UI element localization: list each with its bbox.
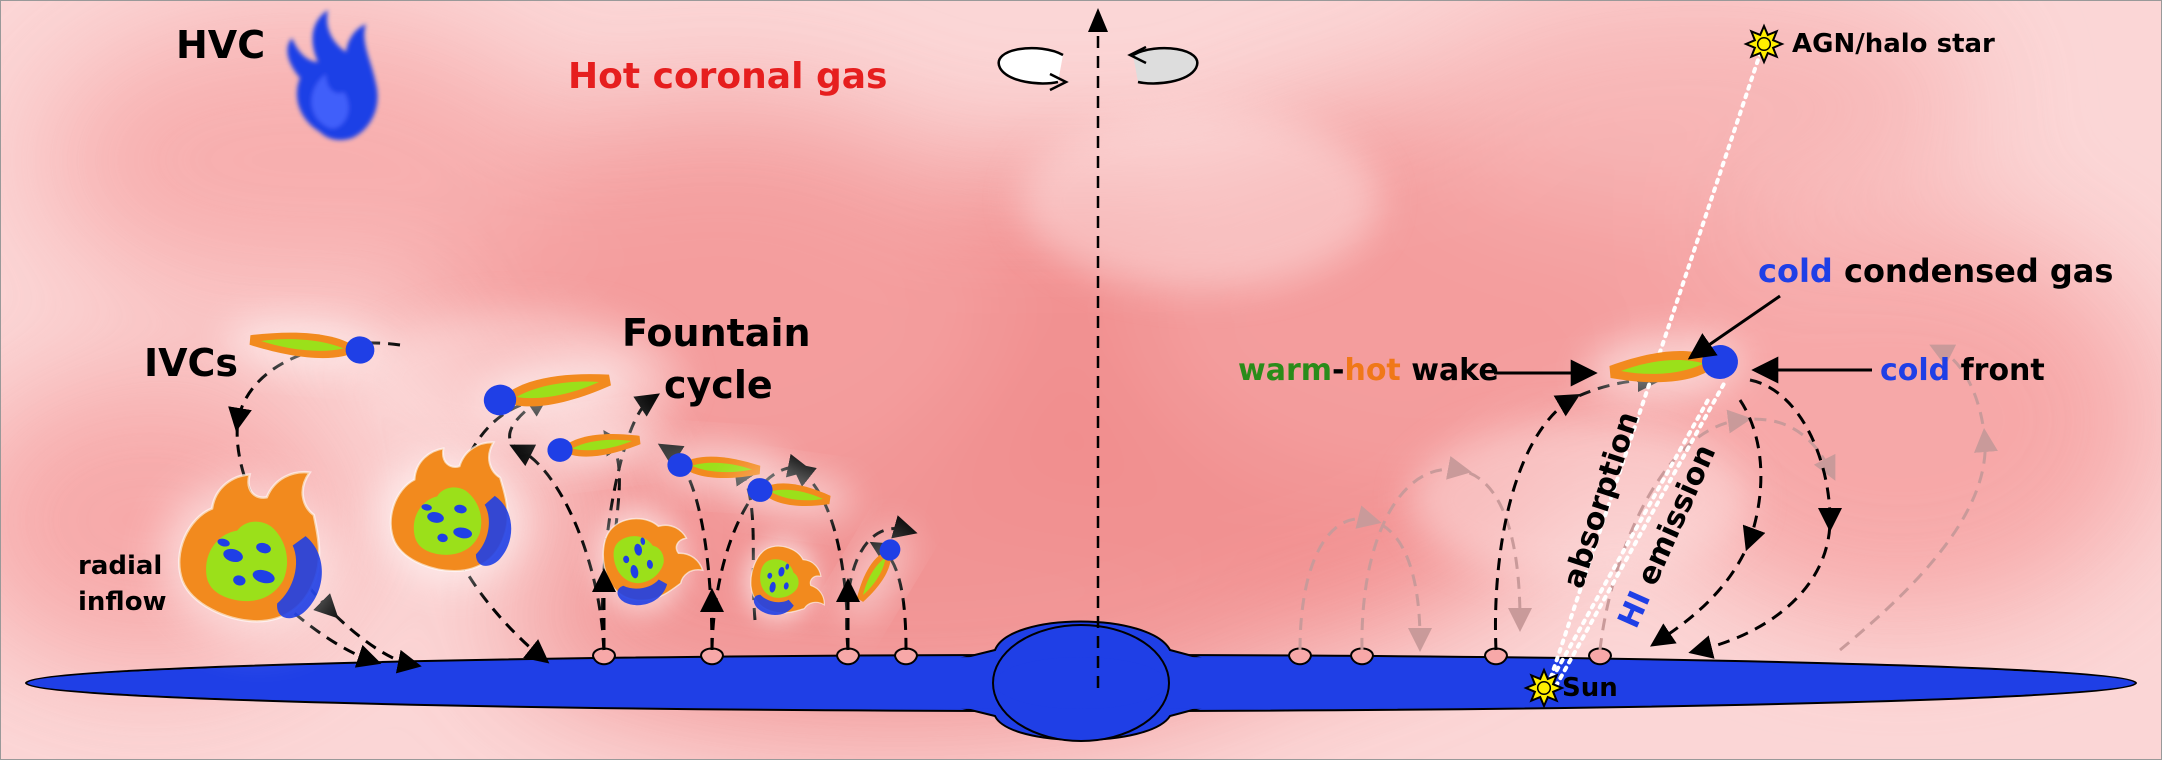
hvc-cloud	[287, 10, 378, 140]
outflow-arc-4	[710, 453, 812, 651]
cycle-label: cycle	[664, 363, 773, 407]
observation-geometry	[1298, 46, 1998, 688]
disk-bump	[893, 647, 919, 666]
condensed-pointer-arrow	[1687, 294, 1781, 360]
rotation-axis	[1088, 8, 1108, 688]
disk-bump	[591, 647, 617, 666]
condensed-gas-words: condensed gas	[1833, 252, 2114, 290]
outflow-arc-3	[657, 443, 714, 651]
fountain-cloud-2	[536, 421, 664, 469]
disk-bump	[1349, 647, 1375, 666]
warm-hot-wake-label: warm-hot wake	[1238, 353, 1499, 388]
radial-label: radial	[78, 551, 162, 581]
grey-arc-3	[1598, 409, 1836, 651]
disk-bump	[1287, 647, 1313, 666]
hi-sightline-1	[1546, 398, 1710, 688]
agn-halo-star-label: AGN/halo star	[1792, 29, 1995, 59]
disk-bump	[1587, 647, 1613, 666]
grey-arc-1	[1298, 505, 1432, 652]
front-word: front	[1950, 353, 2045, 388]
fountain-label: Fountain	[622, 311, 811, 355]
disk-bump	[699, 647, 725, 666]
galactic-disk	[25, 620, 2137, 742]
fountain-falling-cloud	[594, 507, 704, 613]
rotation-arrows-icon	[997, 45, 1199, 92]
agn-star-icon	[1743, 23, 1785, 65]
disk-outflow-sources	[591, 647, 1613, 666]
fountain-large-cloud	[376, 441, 524, 584]
hyphen: -	[1332, 353, 1344, 388]
inflow-label: inflow	[78, 587, 167, 617]
cloud-inner-trajectory	[1650, 399, 1766, 647]
cold-condensed-gas-label: cold condensed gas	[1758, 252, 2113, 290]
outflow-arc-2	[600, 393, 660, 651]
fountain-cloud-4	[736, 471, 854, 519]
grey-arc-4	[1839, 344, 1998, 652]
hvc-label: HVC	[176, 23, 265, 67]
cold-word: cold	[1758, 252, 1833, 290]
fountain-cycle	[163, 318, 918, 674]
hot-coronal-gas-label: Hot coronal gas	[568, 56, 887, 97]
fountain-small-cloud	[743, 538, 825, 622]
cold-front-label: cold front	[1880, 353, 2045, 388]
ivc-cloud-top	[226, 318, 384, 372]
sun-icon	[1523, 667, 1565, 709]
fountain-cloud-apex	[476, 358, 634, 422]
grey-arc-2	[1360, 456, 1532, 651]
hi-sightline-2	[1554, 378, 1728, 688]
radial-inflow-cloud	[163, 470, 337, 636]
disk-bump	[835, 647, 861, 666]
ivcs-label: IVCs	[144, 341, 238, 385]
sun-label: Sun	[1562, 673, 1618, 703]
hot-word: hot	[1344, 353, 1400, 388]
cold-front-cold-word: cold	[1880, 353, 1950, 388]
warm-word: warm	[1238, 353, 1332, 388]
wake-word: wake	[1401, 353, 1499, 388]
disk-bump	[1483, 647, 1509, 666]
